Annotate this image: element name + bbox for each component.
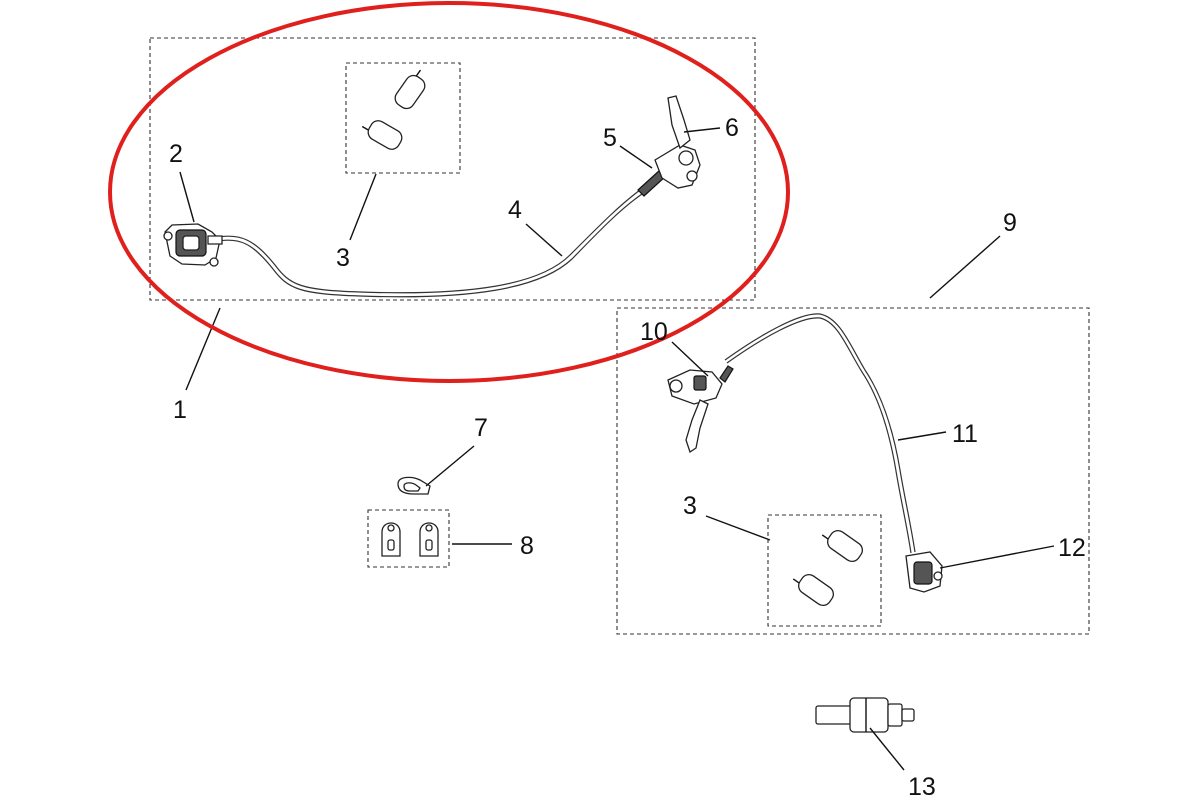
brake-pads-box-kit1 — [345, 62, 461, 174]
brake-pads-kit1 — [345, 62, 461, 174]
leader-3b — [705, 515, 771, 541]
caliper-2 — [163, 223, 223, 267]
brake-lever-5-6 — [637, 95, 701, 197]
leader-10 — [671, 341, 709, 377]
adapter-set-8 — [367, 509, 450, 568]
leader-4 — [525, 223, 563, 257]
kit-1-boundary — [149, 37, 756, 301]
callout-3-kit9: 3 — [683, 492, 697, 520]
leader-3a — [349, 173, 377, 241]
callout-13: 13 — [908, 773, 936, 800]
brake-switch-13 — [815, 697, 915, 733]
callout-2: 2 — [169, 140, 183, 168]
brake-lever-10 — [667, 365, 734, 454]
leader-11 — [897, 431, 947, 441]
hose-clip-7 — [397, 476, 431, 495]
adapter-box-8 — [367, 509, 450, 568]
callout-9: 9 — [1003, 209, 1017, 237]
leader-5 — [619, 145, 653, 169]
callout-3-kit1: 3 — [336, 244, 350, 272]
leader-1 — [185, 307, 221, 391]
brake-hose-4 — [212, 189, 643, 298]
leader-9 — [929, 235, 1001, 299]
highlight-ellipse — [108, 1, 790, 383]
callout-4: 4 — [508, 196, 522, 224]
leader-7 — [425, 445, 475, 487]
leader-2 — [179, 171, 195, 223]
callout-5: 5 — [603, 124, 617, 152]
leader-lines — [179, 127, 1055, 771]
callout-labels: 1 2 3 4 5 6 7 8 9 10 11 3 12 13 — [169, 114, 1086, 800]
leader-13 — [869, 727, 905, 771]
callout-10: 10 — [640, 318, 668, 346]
caliper-12 — [905, 551, 943, 593]
callout-12: 12 — [1058, 534, 1086, 562]
callout-6: 6 — [725, 114, 739, 142]
callout-11: 11 — [952, 420, 978, 448]
leader-6 — [683, 127, 721, 133]
brake-pads-box-kit9 — [767, 514, 882, 627]
leader-12 — [939, 545, 1055, 569]
brake-hose-11 — [724, 313, 916, 554]
callout-8: 8 — [520, 532, 534, 560]
callout-7: 7 — [474, 414, 488, 442]
brake-pads-kit9 — [767, 514, 882, 627]
callout-1: 1 — [173, 396, 187, 424]
